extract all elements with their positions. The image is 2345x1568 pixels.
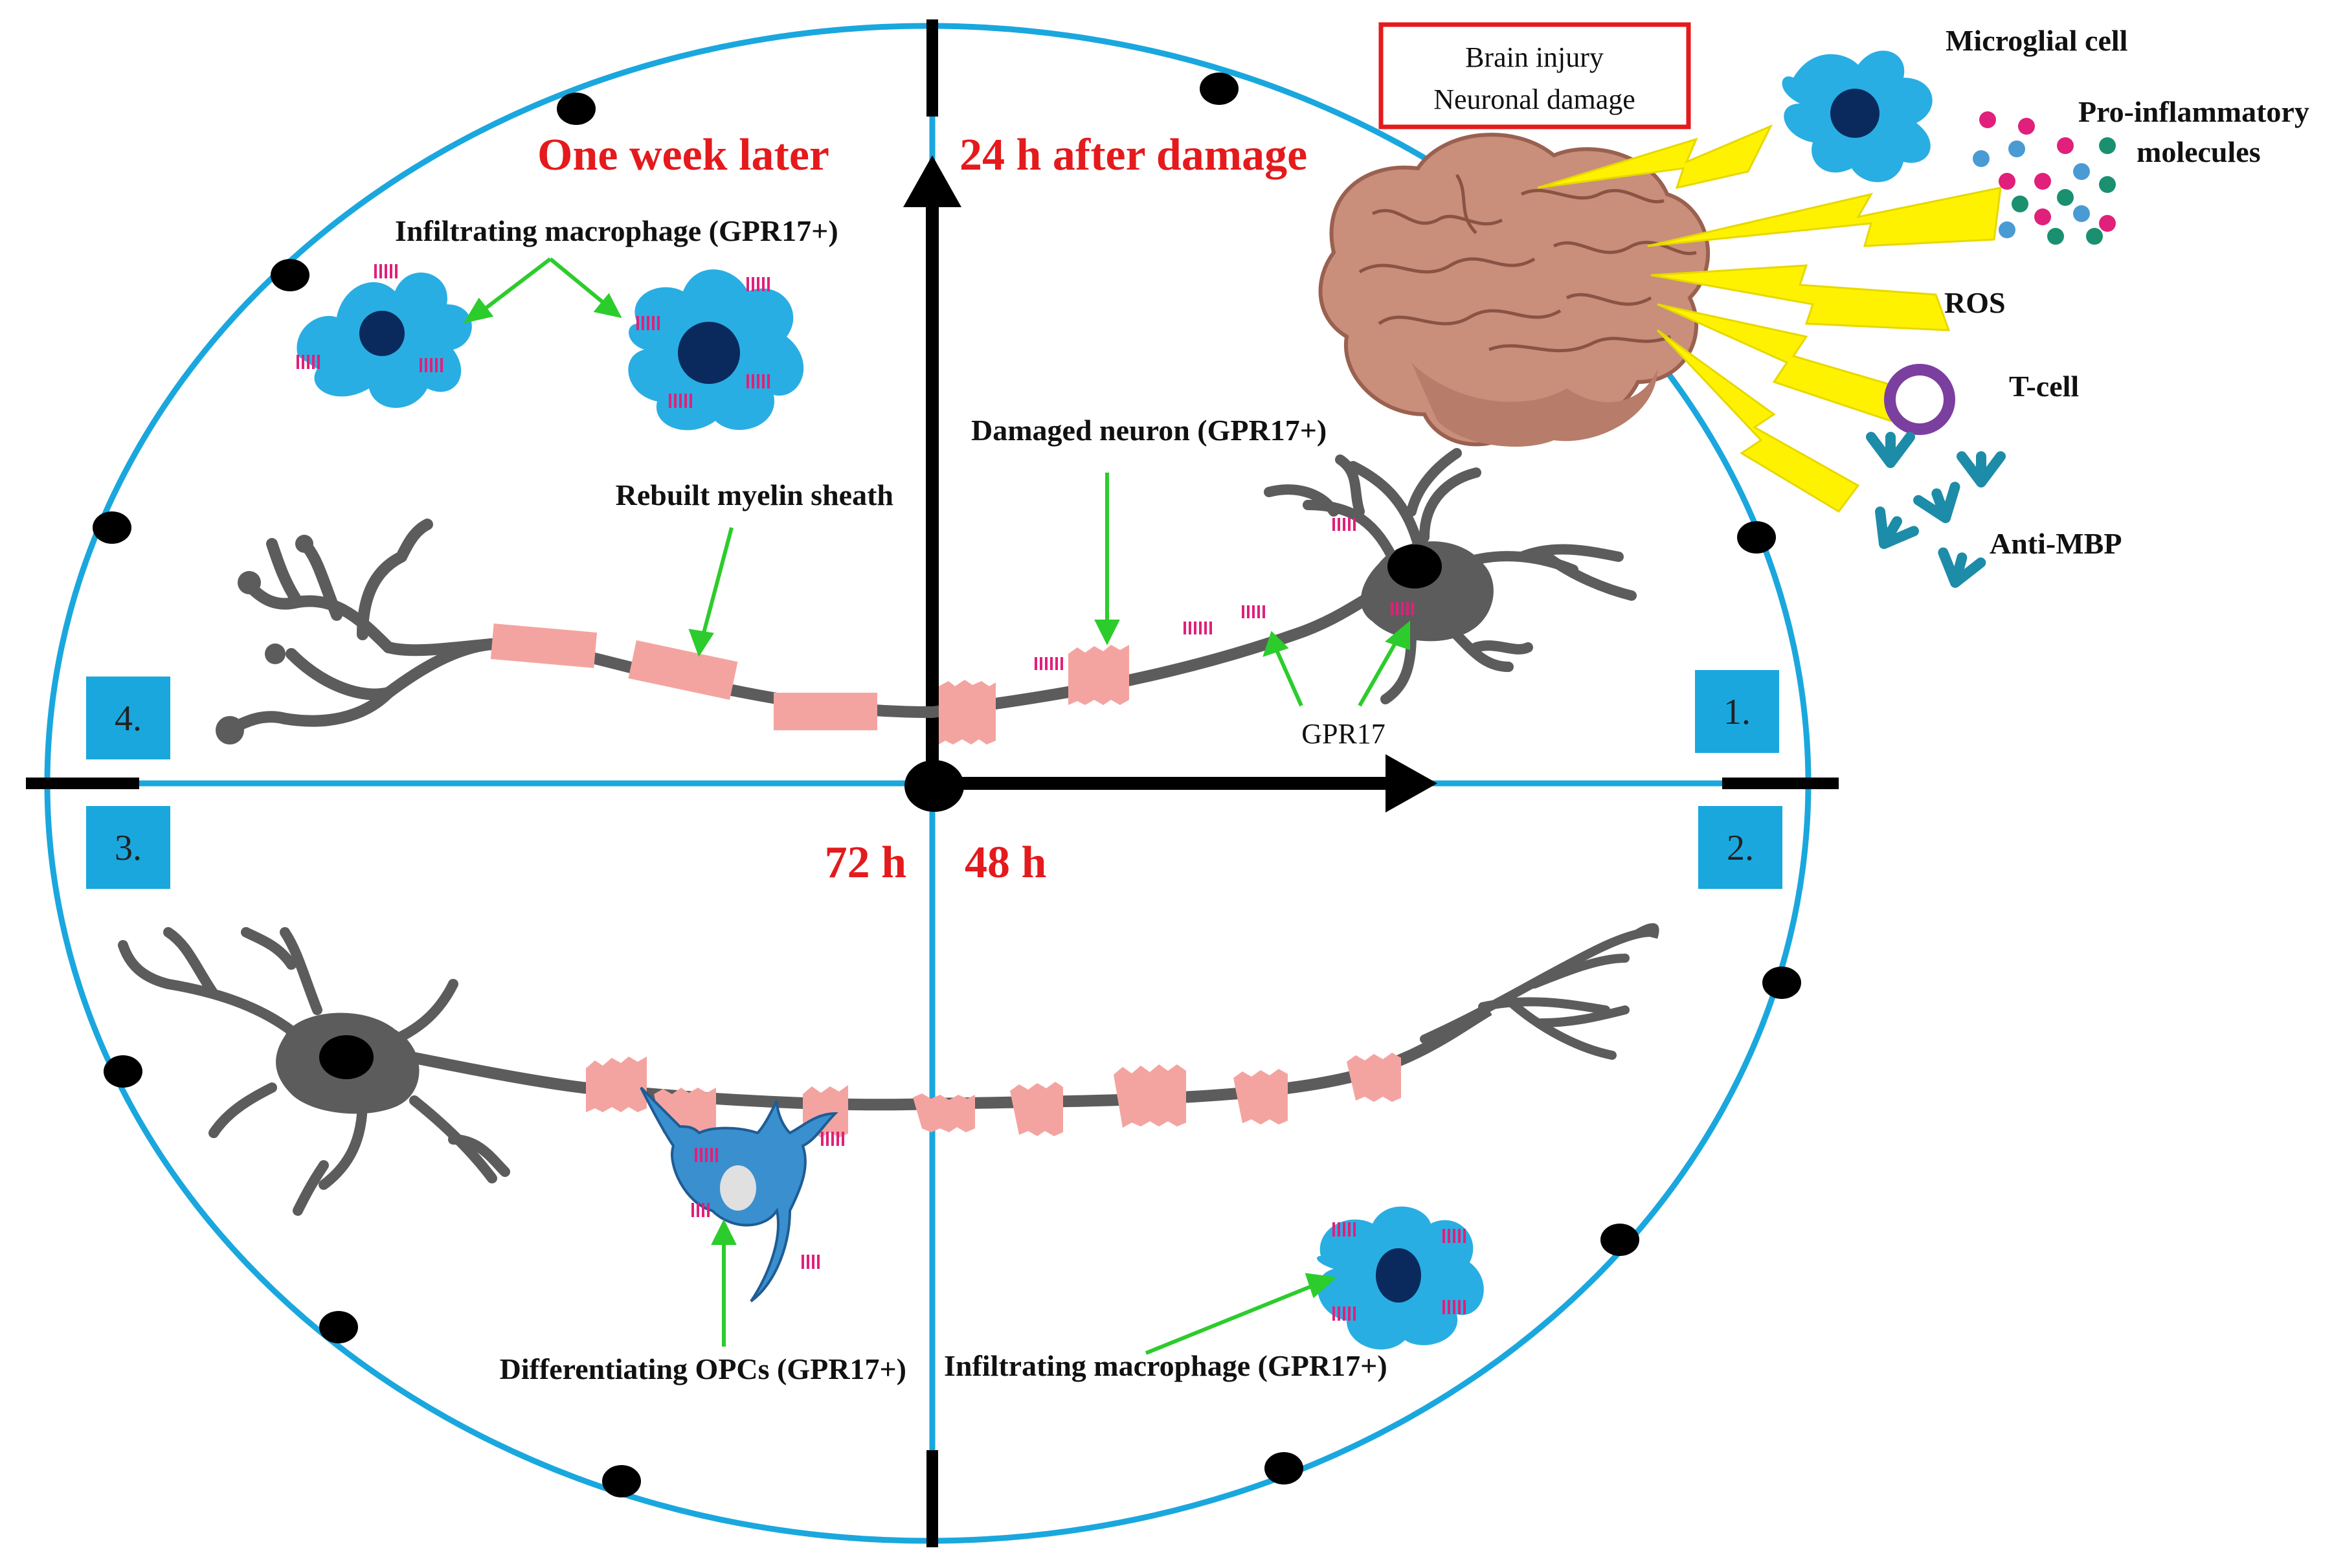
green-arrows-q1 bbox=[1094, 473, 1410, 707]
quadrant-badge-3: 3. bbox=[86, 806, 170, 889]
gpr17-receptor-icon bbox=[821, 1132, 844, 1146]
perimeter-dot bbox=[319, 1311, 358, 1343]
quadrant-badge-2: 2. bbox=[1698, 806, 1782, 889]
label-gpr17: GPR17 bbox=[1301, 718, 1386, 750]
macrophage-icon bbox=[297, 264, 472, 408]
gpr17-receptor-icon bbox=[802, 1255, 820, 1269]
brain-icon bbox=[1318, 133, 1711, 447]
injury-box-line2: Neuronal damage bbox=[1433, 84, 1635, 115]
quadrant-label-1: 1. bbox=[1723, 692, 1751, 732]
label-ros: ROS bbox=[1944, 286, 2006, 319]
perimeter-dot bbox=[1264, 1452, 1303, 1484]
label-microglial-cell: Microglial cell bbox=[1946, 24, 2127, 57]
gpr17-receptor-icon bbox=[1184, 622, 1212, 634]
perimeter-dot bbox=[93, 511, 131, 544]
gpr17-receptor-icon bbox=[695, 1148, 718, 1162]
antibody-icon bbox=[1913, 482, 1960, 523]
label-differentiating-opcs: Differentiating OPCs (GPR17+) bbox=[500, 1352, 906, 1385]
label-rebuilt-myelin: Rebuilt myelin sheath bbox=[616, 478, 893, 511]
antibody-icon bbox=[1957, 451, 2006, 487]
quadrant-badge-1: 1. bbox=[1695, 670, 1779, 753]
perimeter-dot bbox=[557, 93, 596, 125]
t-cell-icon bbox=[1884, 364, 1955, 435]
anti-mbp-antibodies bbox=[1866, 432, 2006, 588]
antibody-icon bbox=[1866, 432, 1915, 468]
label-infiltrating-macrophage-top: Infiltrating macrophage (GPR17+) bbox=[395, 214, 838, 247]
label-infiltrating-macrophage-bottom: Infiltrating macrophage (GPR17+) bbox=[944, 1349, 1387, 1382]
label-damaged-neuron: Damaged neuron (GPR17+) bbox=[971, 414, 1327, 447]
green-arrows-top-macrophage bbox=[463, 257, 622, 324]
perimeter-dot bbox=[602, 1465, 641, 1497]
label-t-cell: T-cell bbox=[2009, 370, 2079, 403]
label-anti-mbp: Anti-MBP bbox=[1990, 527, 2122, 560]
lightning-bolt bbox=[1656, 329, 1860, 513]
injury-box: Brain injury Neuronal damage bbox=[1378, 22, 1691, 129]
macrophage-icon bbox=[1317, 1206, 1484, 1350]
antibody-icon bbox=[1938, 547, 1986, 588]
gpr17-receptor-icon bbox=[1242, 605, 1265, 618]
green-arrow-macrophage-bottom bbox=[1145, 1273, 1337, 1355]
perimeter-dot bbox=[1200, 73, 1239, 105]
lightning-bolt bbox=[1537, 124, 1773, 190]
gpr17-receptor-icon bbox=[691, 1203, 710, 1217]
injury-box-line1: Brain injury bbox=[1465, 41, 1604, 73]
center-dot bbox=[904, 760, 964, 812]
gpr17-receptor-icon bbox=[1035, 657, 1063, 670]
perimeter-dot bbox=[104, 1055, 142, 1088]
time-arrow-vertical-head bbox=[903, 155, 961, 207]
label-pro-inflammatory-2: molecules bbox=[2137, 135, 2261, 168]
gpr17-receptor-icon bbox=[1391, 602, 1414, 615]
time-label-one-week: One week later bbox=[537, 130, 829, 180]
microglial-cell-icon bbox=[1782, 50, 1933, 183]
green-arrow-opc bbox=[711, 1219, 737, 1347]
time-arrow-horizontal-head bbox=[1386, 754, 1437, 812]
antibody-icon bbox=[1875, 506, 1919, 549]
quadrant-badge-4: 4. bbox=[86, 677, 170, 759]
label-pro-inflammatory-1: Pro-inflammatory bbox=[2078, 95, 2309, 128]
quadrant-label-4: 4. bbox=[115, 699, 142, 739]
pro-inflammatory-molecules bbox=[1973, 111, 2116, 245]
perimeter-dot bbox=[1737, 521, 1776, 554]
lightning-bolt bbox=[1647, 186, 2002, 247]
quadrant-label-2: 2. bbox=[1727, 828, 1754, 868]
time-label-48h: 48 h bbox=[965, 838, 1046, 888]
time-label-24h: 24 h after damage bbox=[959, 130, 1307, 180]
opc-icon bbox=[640, 1086, 844, 1303]
perimeter-dot bbox=[271, 259, 309, 291]
lightning-bolts bbox=[1537, 124, 2002, 513]
perimeter-dot bbox=[1600, 1224, 1639, 1256]
macrophage-icon bbox=[628, 269, 804, 431]
quadrant-label-3: 3. bbox=[115, 828, 142, 868]
neuron-icon bbox=[118, 923, 1659, 1216]
green-arrow-myelin bbox=[688, 527, 734, 657]
time-label-72h: 72 h bbox=[825, 838, 906, 888]
perimeter-dot bbox=[1762, 967, 1801, 999]
damaged-neuron-icon bbox=[931, 448, 1637, 745]
gpr17-receptor-icon bbox=[1332, 518, 1356, 531]
lightning-bolt bbox=[1650, 264, 1951, 331]
rebuilt-neuron-icon bbox=[216, 519, 938, 745]
